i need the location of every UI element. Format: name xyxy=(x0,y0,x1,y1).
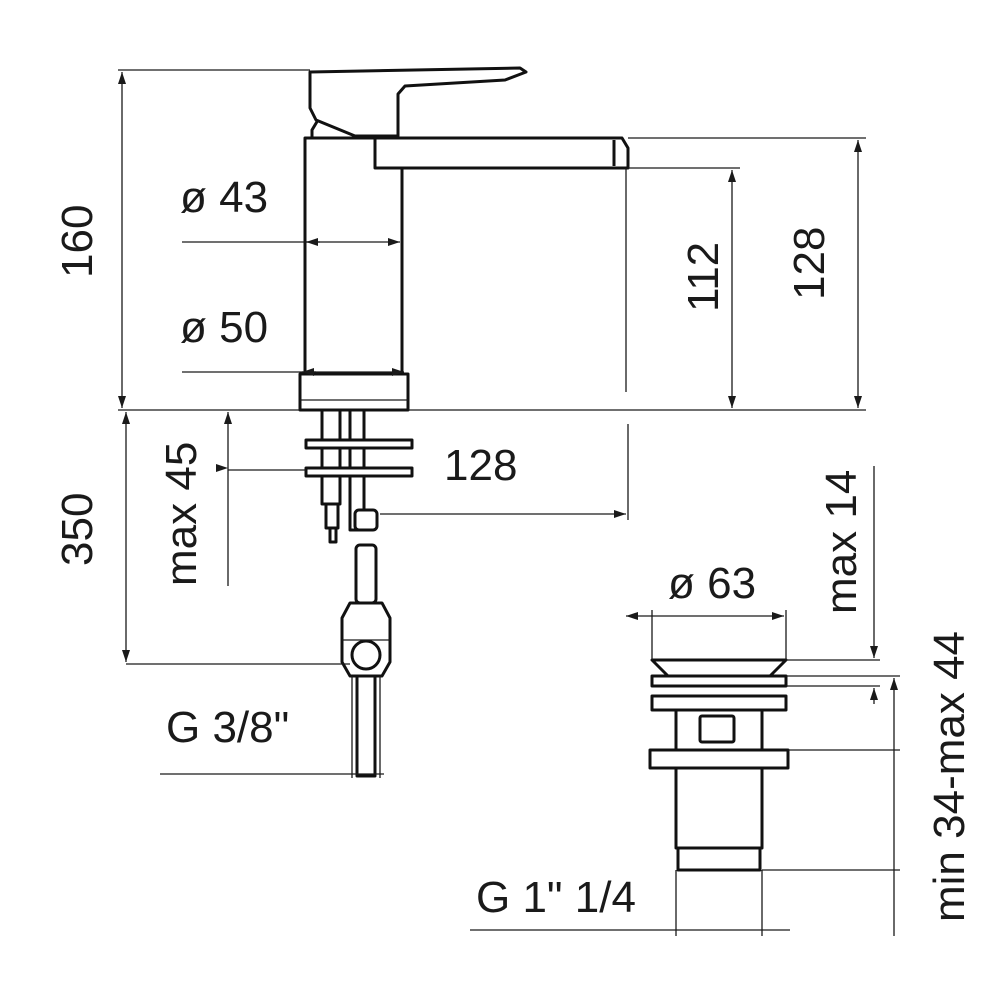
spout-top-height-label: 128 xyxy=(785,227,834,300)
dimension-labels: 160 ø 43 ø 50 112 128 max 45 350 128 G 3… xyxy=(53,173,974,922)
total-length-label: 350 xyxy=(53,493,102,566)
flexible-hose xyxy=(354,543,378,605)
spout-reach-label: 128 xyxy=(444,441,517,490)
faucet-base xyxy=(298,372,410,412)
body-diameter-label: ø 43 xyxy=(180,173,268,222)
faucet-body xyxy=(303,136,404,376)
dimension-lines xyxy=(118,69,900,936)
faucet-mixer xyxy=(298,66,630,778)
overall-height-label: 160 xyxy=(53,205,102,278)
pop-up-waste xyxy=(648,658,790,872)
waste-body xyxy=(674,766,764,850)
base-diameter-label: ø 50 xyxy=(180,303,268,352)
waste-flange xyxy=(650,694,788,712)
waste-diameter-label: ø 63 xyxy=(668,559,756,608)
faucet-spout xyxy=(373,136,630,170)
faucet-handle xyxy=(308,66,528,138)
waste-range-label: min 34-max 44 xyxy=(925,631,974,922)
mounting-stud xyxy=(320,408,342,506)
waste-slot xyxy=(698,714,736,744)
spout-clearance-label: 112 xyxy=(679,242,728,312)
max-deck-thickness-label: max 45 xyxy=(157,442,206,586)
waste-thread-label: G 1" 1/4 xyxy=(476,873,636,922)
supply-thread-label: G 3/8" xyxy=(166,703,289,752)
waste-nut xyxy=(648,748,790,770)
waste-cap-max-label: max 14 xyxy=(817,470,866,614)
waste-cap xyxy=(650,658,788,678)
